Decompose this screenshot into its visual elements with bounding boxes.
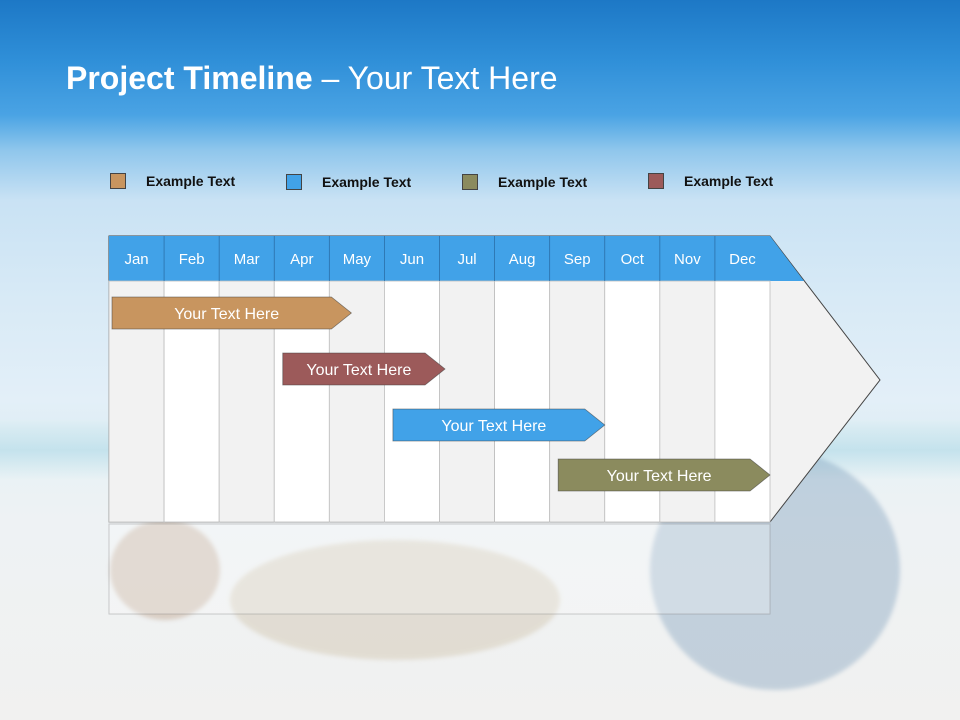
task-arrow-shape-4 <box>557 458 771 492</box>
task-bar-2[interactable]: Your Text Here <box>282 352 446 386</box>
task-label-3: Your Text Here <box>441 418 546 435</box>
legend-item-2: Example Text <box>286 172 411 192</box>
task-arrow-shape-3 <box>392 408 606 442</box>
legend-swatch-3 <box>462 174 478 190</box>
month-label-feb: Feb <box>179 251 205 268</box>
task-label-2: Your Text Here <box>306 362 411 379</box>
month-label-jun: Jun <box>400 251 424 268</box>
month-label-jan: Jan <box>124 251 148 268</box>
month-label-apr: Apr <box>290 251 313 268</box>
month-label-dec: Dec <box>729 251 756 268</box>
legend-label-4: Example Text <box>684 173 774 189</box>
legend-label-2: Example Text <box>322 174 412 190</box>
page-title-bold: Project Timeline <box>66 60 313 96</box>
month-column-jul <box>439 280 495 523</box>
legend-item-1: Example Text <box>110 171 235 191</box>
legend-label-1: Example Text <box>146 173 236 189</box>
legend-item-4: Example Text <box>648 171 773 191</box>
background-child-left-shape <box>110 520 220 620</box>
task-bar-3[interactable]: Your Text Here <box>392 408 606 442</box>
background-sandcastle-shape <box>230 540 560 660</box>
legend-swatch-2 <box>286 174 302 190</box>
month-column-aug <box>494 280 551 523</box>
month-label-aug: Aug <box>509 251 536 268</box>
task-label-4: Your Text Here <box>607 468 712 485</box>
task-label-1: Your Text Here <box>174 306 279 323</box>
month-label-oct: Oct <box>621 251 645 268</box>
month-column-jun <box>384 280 440 523</box>
task-arrow-shape-2 <box>282 352 446 386</box>
legend-swatch-1 <box>110 173 126 189</box>
legend-swatch-4 <box>648 173 664 189</box>
month-label-sep: Sep <box>564 251 591 268</box>
task-bar-4[interactable]: Your Text Here <box>557 458 771 492</box>
task-arrow-shape-1 <box>111 296 353 330</box>
legend-label-3: Example Text <box>498 174 588 190</box>
month-label-nov: Nov <box>674 251 701 268</box>
month-label-jul: Jul <box>457 251 476 268</box>
timeline-header-bar <box>109 236 804 281</box>
page-title-rest: – Your Text Here <box>312 60 558 96</box>
month-label-mar: Mar <box>234 251 260 268</box>
legend-item-3: Example Text <box>462 172 587 192</box>
task-bar-1[interactable]: Your Text Here <box>111 296 353 330</box>
timeline-reflection <box>108 523 771 615</box>
month-label-may: May <box>343 251 372 268</box>
page-title: Project Timeline – Your Text Here <box>66 60 558 97</box>
